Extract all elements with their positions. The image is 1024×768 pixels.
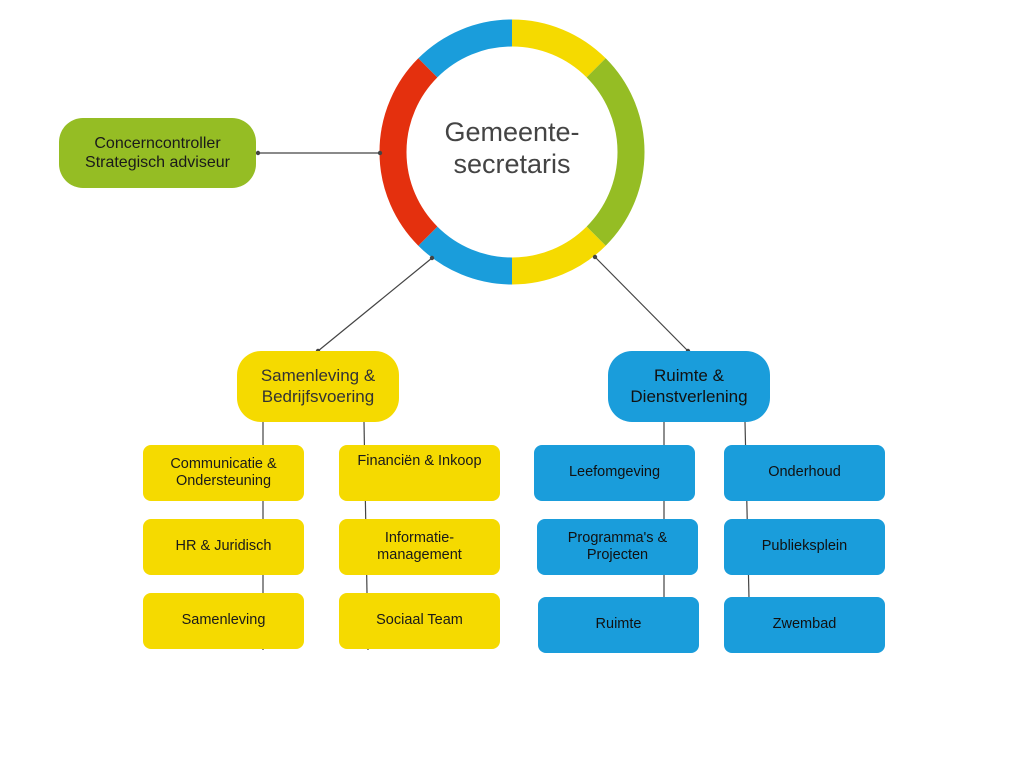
unit-box: Ruimte [538,597,699,653]
unit-box: Leefomgeving [534,445,695,501]
unit-label-line1: Samenleving [181,612,266,629]
right-branch-line2: Dienstverlening [630,386,748,406]
unit-label-line1: HR & Juridisch [175,538,272,555]
unit-label-line1: Programma's & [567,529,668,546]
unit-label-line1: Financiën & Inkoop [357,453,482,469]
unit-label-line1: Publieksplein [761,538,848,555]
unit-label-line1: Zwembad [772,616,837,633]
unit-label-line1: Leefomgeving [568,464,661,481]
unit-label-line1: Sociaal Team [376,612,463,629]
side-box: Concerncontroller Strategisch adviseur [59,118,256,188]
ring-segment-red-left [379,58,438,246]
connector-dot [429,255,435,261]
connector-dot [377,150,383,156]
center-ring [379,19,645,285]
left-branch-line1: Samenleving & [260,366,376,386]
unit-label-line2: management [377,547,462,563]
connector-dot [255,150,261,156]
unit-label-line1: Informatie- [384,529,455,546]
unit-box: Onderhoud [724,445,885,501]
side-box-line2: Strategisch adviseur [85,154,230,171]
unit-box: Communicatie &Ondersteuning [143,445,304,501]
unit-box: Informatie-management [339,519,500,575]
unit-box: Programma's &Projecten [537,519,698,575]
unit-label-line2: Ondersteuning [175,473,272,489]
ring-segment-yellow-top [511,19,606,78]
center-title: Gemeente- secretaris [412,116,612,181]
unit-label-line1: Communicatie & [170,455,277,472]
right-branch-box: Ruimte & Dienstverlening [608,351,770,422]
center-title-line1: Gemeente- [444,117,580,147]
center-title-line2: secretaris [453,149,571,180]
unit-box: Financiën & Inkoop [339,445,500,501]
connector-center-left [317,257,433,352]
right-branch-line1: Ruimte & [654,366,724,386]
left-branch-box: Samenleving & Bedrijfsvoering [237,351,399,422]
connector-center-right [594,256,689,352]
unit-label-line1: Ruimte [595,616,642,633]
side-box-line1: Concerncontroller [94,134,221,152]
ring-segment-yellow-bottom [511,226,606,285]
unit-box: Samenleving [143,593,304,649]
unit-label-line1: Onderhoud [768,464,841,481]
ring-segment-green-right [586,58,645,246]
unit-box: Sociaal Team [339,593,500,649]
ring-segment-blue-bottom [418,226,513,285]
unit-box: Zwembad [724,597,885,653]
unit-label-line2: Projecten [586,547,649,563]
unit-box: HR & Juridisch [143,519,304,575]
ring-segment-blue-top [418,19,513,78]
unit-box: Publieksplein [724,519,885,575]
connector-dot [592,254,598,260]
left-branch-line2: Bedrijfsvoering [261,386,375,406]
